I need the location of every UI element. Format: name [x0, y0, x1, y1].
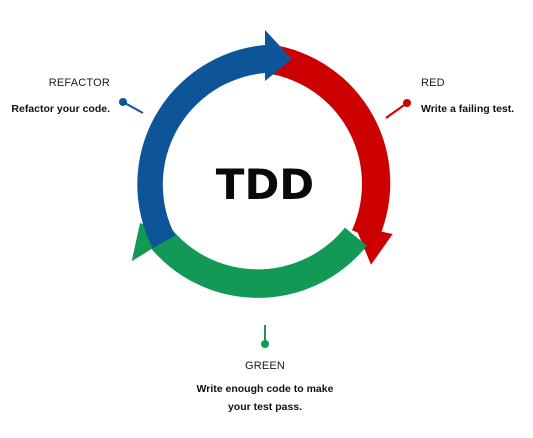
red-connector-line	[385, 102, 408, 119]
green-stage-label: GREEN	[245, 360, 285, 372]
red-arc	[265, 44, 391, 241]
green-arc	[147, 226, 367, 298]
blue-arc	[137, 45, 265, 249]
refactor-stage-description: Refactor your code.	[11, 103, 110, 115]
blue-connector-dot	[119, 98, 127, 106]
center-title: TDD	[216, 160, 314, 209]
blue-arrowhead	[265, 30, 292, 81]
red-arrowhead	[355, 226, 393, 265]
green-stage-description-line1: Write enough code to make	[197, 383, 334, 395]
red-stage-label: RED	[421, 77, 445, 89]
green-stage-description-line2: your test pass.	[228, 401, 302, 413]
refactor-stage-label: REFACTOR	[49, 77, 110, 89]
green-connector-dot	[261, 340, 269, 348]
red-connector-dot	[403, 99, 411, 107]
red-stage-description: Write a failing test.	[421, 103, 514, 115]
